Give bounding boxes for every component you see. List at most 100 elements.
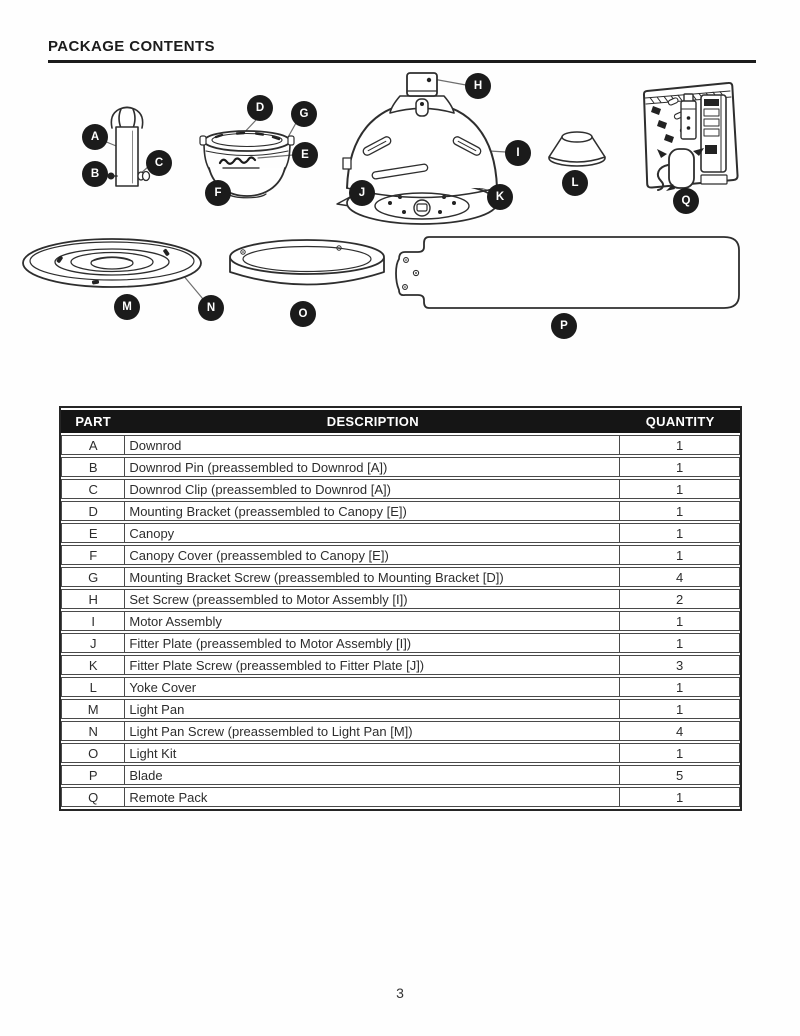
part-cell: B [61, 457, 126, 477]
motor-assembly-illustration [336, 72, 498, 225]
part-cell: C [61, 479, 126, 499]
part-badge-l: L [562, 170, 588, 196]
part-cell: A [61, 435, 126, 455]
part-cell: K [61, 655, 126, 675]
light-pan-illustration [22, 238, 202, 288]
part-badge-m: M [114, 294, 140, 320]
part-cell: L [61, 677, 126, 697]
header-part: PART [61, 410, 126, 433]
part-cell: M [61, 699, 126, 719]
yoke-cover-illustration [548, 131, 606, 167]
description-cell: Yoke Cover [125, 677, 621, 697]
description-cell: Downrod Pin (preassembled to Downrod [A]… [125, 457, 621, 477]
blade-illustration [395, 236, 740, 309]
part-cell: G [61, 567, 126, 587]
part-cell: F [61, 545, 126, 565]
part-badge-d: D [247, 95, 273, 121]
part-badge-e: E [292, 142, 318, 168]
part-cell: H [61, 589, 126, 609]
part-cell: E [61, 523, 126, 543]
description-cell: Downrod Clip (preassembled to Downrod [A… [125, 479, 621, 499]
part-badge-n: N [198, 295, 224, 321]
quantity-cell: 2 [620, 589, 740, 609]
description-cell: Light Pan Screw (preassembled to Light P… [125, 721, 621, 741]
page-title: PACKAGE CONTENTS [48, 38, 215, 55]
description-cell: Fitter Plate (preassembled to Motor Asse… [125, 633, 621, 653]
description-cell: Canopy Cover (preassembled to Canopy [E]… [125, 545, 621, 565]
part-badge-b: B [82, 161, 108, 187]
description-cell: Mounting Bracket Screw (preassembled to … [125, 567, 621, 587]
quantity-cell: 1 [620, 677, 740, 697]
canopy-logo [218, 156, 260, 169]
description-cell: Set Screw (preassembled to Motor Assembl… [125, 589, 621, 609]
part-cell: N [61, 721, 126, 741]
description-cell: Remote Pack [125, 787, 621, 807]
part-badge-c: C [146, 150, 172, 176]
canopy-illustration [199, 130, 295, 199]
header-description: DESCRIPTION [125, 410, 621, 433]
part-cell: O [61, 743, 126, 763]
part-badge-f: F [205, 180, 231, 206]
part-cell: P [61, 765, 126, 785]
quantity-cell: 1 [620, 787, 740, 807]
quantity-cell: 1 [620, 479, 740, 499]
part-badge-o: O [290, 301, 316, 327]
part-badge-a: A [82, 124, 108, 150]
quantity-cell: 1 [620, 545, 740, 565]
quantity-cell: 4 [620, 721, 740, 741]
part-badge-k: K [487, 184, 513, 210]
header-quantity: QUANTITY [620, 410, 740, 433]
quantity-cell: 1 [620, 501, 740, 521]
quantity-cell: 1 [620, 633, 740, 653]
part-cell: I [61, 611, 126, 631]
title-underline [48, 60, 756, 63]
part-cell: Q [61, 787, 126, 807]
light-kit-illustration [229, 239, 385, 286]
part-cell: D [61, 501, 126, 521]
quantity-cell: 5 [620, 765, 740, 785]
description-cell: Light Kit [125, 743, 621, 763]
description-cell: Downrod [125, 435, 621, 455]
quantity-cell: 1 [620, 743, 740, 763]
description-cell: Blade [125, 765, 621, 785]
part-badge-p: P [551, 313, 577, 339]
description-cell: Fitter Plate Screw (preassembled to Fitt… [125, 655, 621, 675]
description-cell: Canopy [125, 523, 621, 543]
parts-table-header: PART DESCRIPTION QUANTITY [61, 410, 740, 433]
page-number: 3 [396, 985, 404, 1001]
part-cell: J [61, 633, 126, 653]
quantity-cell: 1 [620, 435, 740, 455]
quantity-cell: 1 [620, 457, 740, 477]
quantity-cell: 3 [620, 655, 740, 675]
quantity-cell: 1 [620, 699, 740, 719]
part-badge-g: G [291, 101, 317, 127]
part-badge-j: J [349, 180, 375, 206]
downrod-illustration [107, 106, 151, 187]
description-cell: Mounting Bracket (preassembled to Canopy… [125, 501, 621, 521]
quantity-cell: 4 [620, 567, 740, 587]
remote-pack-illustration [642, 81, 739, 191]
part-badge-h: H [465, 73, 491, 99]
description-cell: Light Pan [125, 699, 621, 719]
description-cell: Motor Assembly [125, 611, 621, 631]
quantity-cell: 1 [620, 523, 740, 543]
parts-diagram [22, 72, 740, 309]
